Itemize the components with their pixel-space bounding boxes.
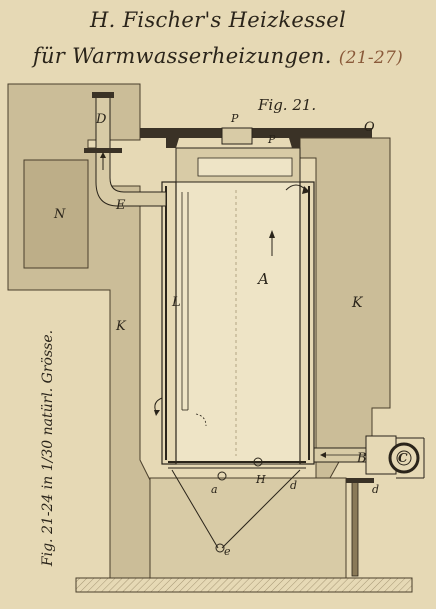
- label-C: C: [398, 451, 408, 465]
- label-d-left: d: [290, 479, 298, 492]
- label-A: A: [258, 270, 269, 288]
- fire-chamber: [175, 181, 301, 465]
- label-P-lid: P: [268, 133, 276, 146]
- top-slab: [140, 128, 372, 138]
- boiler-wall-left: [161, 181, 177, 465]
- label-E: E: [116, 198, 126, 213]
- title-line-2: für Warmwasserheizungen. (21-27): [0, 44, 436, 68]
- label-L: L: [172, 295, 181, 310]
- label-H: H: [256, 473, 266, 486]
- label-a: a: [211, 483, 218, 496]
- valve-a: [217, 471, 227, 481]
- label-P-plug: P: [231, 112, 239, 125]
- label-N: N: [54, 207, 66, 222]
- label-K-right: K: [352, 295, 363, 311]
- label-K-left: K: [116, 319, 126, 334]
- valve-H: [253, 457, 263, 467]
- label-O: O: [364, 120, 375, 135]
- title-figure-range: (21-27): [338, 48, 404, 68]
- filling-plug: [221, 127, 253, 145]
- figure-label: Fig. 21.: [258, 96, 317, 114]
- boiler-wall-right: [299, 181, 315, 465]
- title-line-1: H. Fischer's Heizkessel: [90, 8, 346, 32]
- pipe-connector: [365, 435, 397, 475]
- masonry-left: [7, 83, 151, 579]
- label-B: B: [357, 451, 367, 466]
- label-d-right: d: [372, 483, 380, 496]
- base-block: [149, 477, 347, 579]
- title-line-2-text: für Warmwasserheizungen.: [32, 44, 332, 68]
- side-caption: Fig. 21-24 in 1/30 natürl. Grösse.: [40, 329, 56, 567]
- valve-e: [215, 543, 225, 553]
- chimney-niche: [23, 159, 89, 269]
- drain-pipe: [351, 479, 359, 577]
- label-D: D: [96, 112, 107, 127]
- label-e: e: [224, 545, 231, 558]
- foundation: [75, 577, 413, 593]
